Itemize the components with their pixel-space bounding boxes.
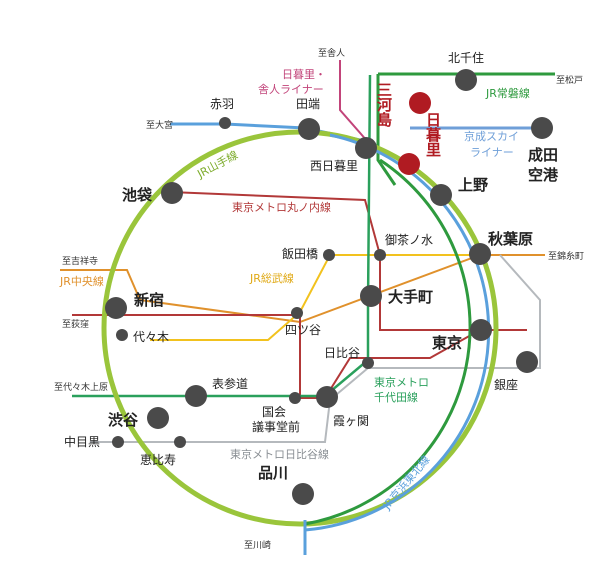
dest-ogikubo: 至荻窪 <box>62 318 89 330</box>
dest-kawasaki: 至川崎 <box>244 539 271 551</box>
line-label-marunouchi: 東京メトロ丸ノ内線 <box>232 200 331 214</box>
station-hibiya[interactable] <box>362 357 374 369</box>
label-kasumigaseki: 霞ヶ関 <box>333 414 369 428</box>
station-narita[interactable] <box>531 117 553 139</box>
label-kokkai-2: 議事堂前 <box>252 419 300 434</box>
joban-east <box>304 158 472 526</box>
label-shinjuku: 新宿 <box>134 291 164 309</box>
line-label-sobu: JR総武線 <box>249 271 294 285</box>
line-label-keisei-1: 京成スカイ <box>464 129 519 143</box>
keihin-east <box>304 133 491 532</box>
line-label-chiyoda-1: 東京メトロ <box>374 375 429 389</box>
station-nishinippori[interactable] <box>355 137 377 159</box>
line-label-chiyoda-2: 千代田線 <box>374 390 418 404</box>
label-omotesando: 表参道 <box>212 376 248 391</box>
label-tokyo: 東京 <box>432 334 462 352</box>
station-otemachi[interactable] <box>360 285 382 307</box>
line-label-hibiya: 東京メトロ日比谷線 <box>230 447 329 461</box>
dest-omiya: 至大宮 <box>146 119 173 131</box>
label-akabane: 赤羽 <box>210 97 234 111</box>
station-akihabara[interactable] <box>469 243 491 265</box>
dest-matsudo: 至松戸 <box>556 74 583 86</box>
label-narita-1: 成田 <box>528 146 558 164</box>
label-nippori: 日暮里 <box>424 112 442 157</box>
joban-line-down <box>376 74 397 186</box>
line-label-joban: JR常磐線 <box>485 86 530 100</box>
station-ueno[interactable] <box>430 184 452 206</box>
station-shinjuku[interactable] <box>105 297 127 319</box>
line-label-keihin: JR京浜東北線 <box>379 452 433 512</box>
station-ebisu[interactable] <box>174 436 186 448</box>
station-nakameguro[interactable] <box>112 436 124 448</box>
label-kokkai-1: 国会 <box>262 405 286 419</box>
label-mikawashima: 三河島 <box>375 82 393 128</box>
station-yoyogi[interactable] <box>116 329 128 341</box>
station-mikawashima[interactable] <box>409 92 431 114</box>
station-shibuya[interactable] <box>147 407 169 429</box>
line-label-toneri-2: 舎人ライナー <box>258 83 324 96</box>
label-ueno: 上野 <box>458 176 488 194</box>
label-nishinippori: 西日暮里 <box>310 159 358 173</box>
label-nakameguro: 中目黒 <box>64 434 100 449</box>
station-ochanomizu[interactable] <box>374 249 386 261</box>
station-akabane[interactable] <box>219 117 231 129</box>
stations <box>105 69 553 505</box>
line-label-chuo: JR中央線 <box>59 274 104 288</box>
line-label-toneri-1: 日暮里・ <box>282 67 326 81</box>
line-label-keisei-2: ライナー <box>470 146 514 159</box>
label-tabata: 田端 <box>296 97 320 111</box>
toneri-liner <box>339 60 369 143</box>
station-iidabashi[interactable] <box>323 249 335 261</box>
label-kitasenju: 北千住 <box>448 51 484 65</box>
station-yotsuya[interactable] <box>291 307 303 319</box>
dest-kichijoji: 至吉祥寺 <box>62 255 98 267</box>
station-nippori[interactable] <box>398 153 420 175</box>
dest-kinshicho: 至錦糸町 <box>548 250 584 262</box>
label-ochanomizu: 御茶ノ水 <box>385 232 433 247</box>
label-yoyogi: 代々木 <box>133 330 169 344</box>
label-ginza: 銀座 <box>494 377 518 392</box>
station-labels: 三河島 日暮里 北千住 成田 空港 上野 秋葉原 御茶ノ水 大手町 東京 銀座 … <box>64 51 559 482</box>
station-ikebukuro[interactable] <box>161 182 183 204</box>
station-kasumigaseki[interactable] <box>316 386 338 408</box>
station-kitasenju[interactable] <box>455 69 477 91</box>
label-yotsuya: 四ツ谷 <box>285 323 321 337</box>
chuo-line-east <box>139 254 545 324</box>
label-shibuya: 渋谷 <box>108 411 139 429</box>
station-tabata[interactable] <box>298 118 320 140</box>
station-shinagawa[interactable] <box>292 483 314 505</box>
dest-yoyogiuehara: 至代々木上原 <box>54 381 108 393</box>
destination-labels: 至舎人 至松戸 至大宮 至錦糸町 至吉祥寺 至荻窪 至代々木上原 至川崎 <box>54 48 584 551</box>
label-narita-2: 空港 <box>528 166 559 184</box>
label-otemachi: 大手町 <box>388 288 433 306</box>
dest-toneri: 至舎人 <box>318 48 345 59</box>
chuo-line <box>60 269 141 301</box>
label-shinagawa: 品川 <box>258 464 288 482</box>
hibiya-line <box>90 254 541 443</box>
label-akihabara: 秋葉原 <box>488 230 533 248</box>
station-omotesando[interactable] <box>185 385 207 407</box>
station-tokyo[interactable] <box>470 319 492 341</box>
label-ebisu: 恵比寿 <box>140 453 176 467</box>
label-iidabashi: 飯田橋 <box>282 246 318 261</box>
station-kokkai[interactable] <box>289 392 301 404</box>
label-ikebukuro: 池袋 <box>122 186 153 204</box>
station-ginza[interactable] <box>516 351 538 373</box>
label-hibiya: 日比谷 <box>324 346 360 360</box>
